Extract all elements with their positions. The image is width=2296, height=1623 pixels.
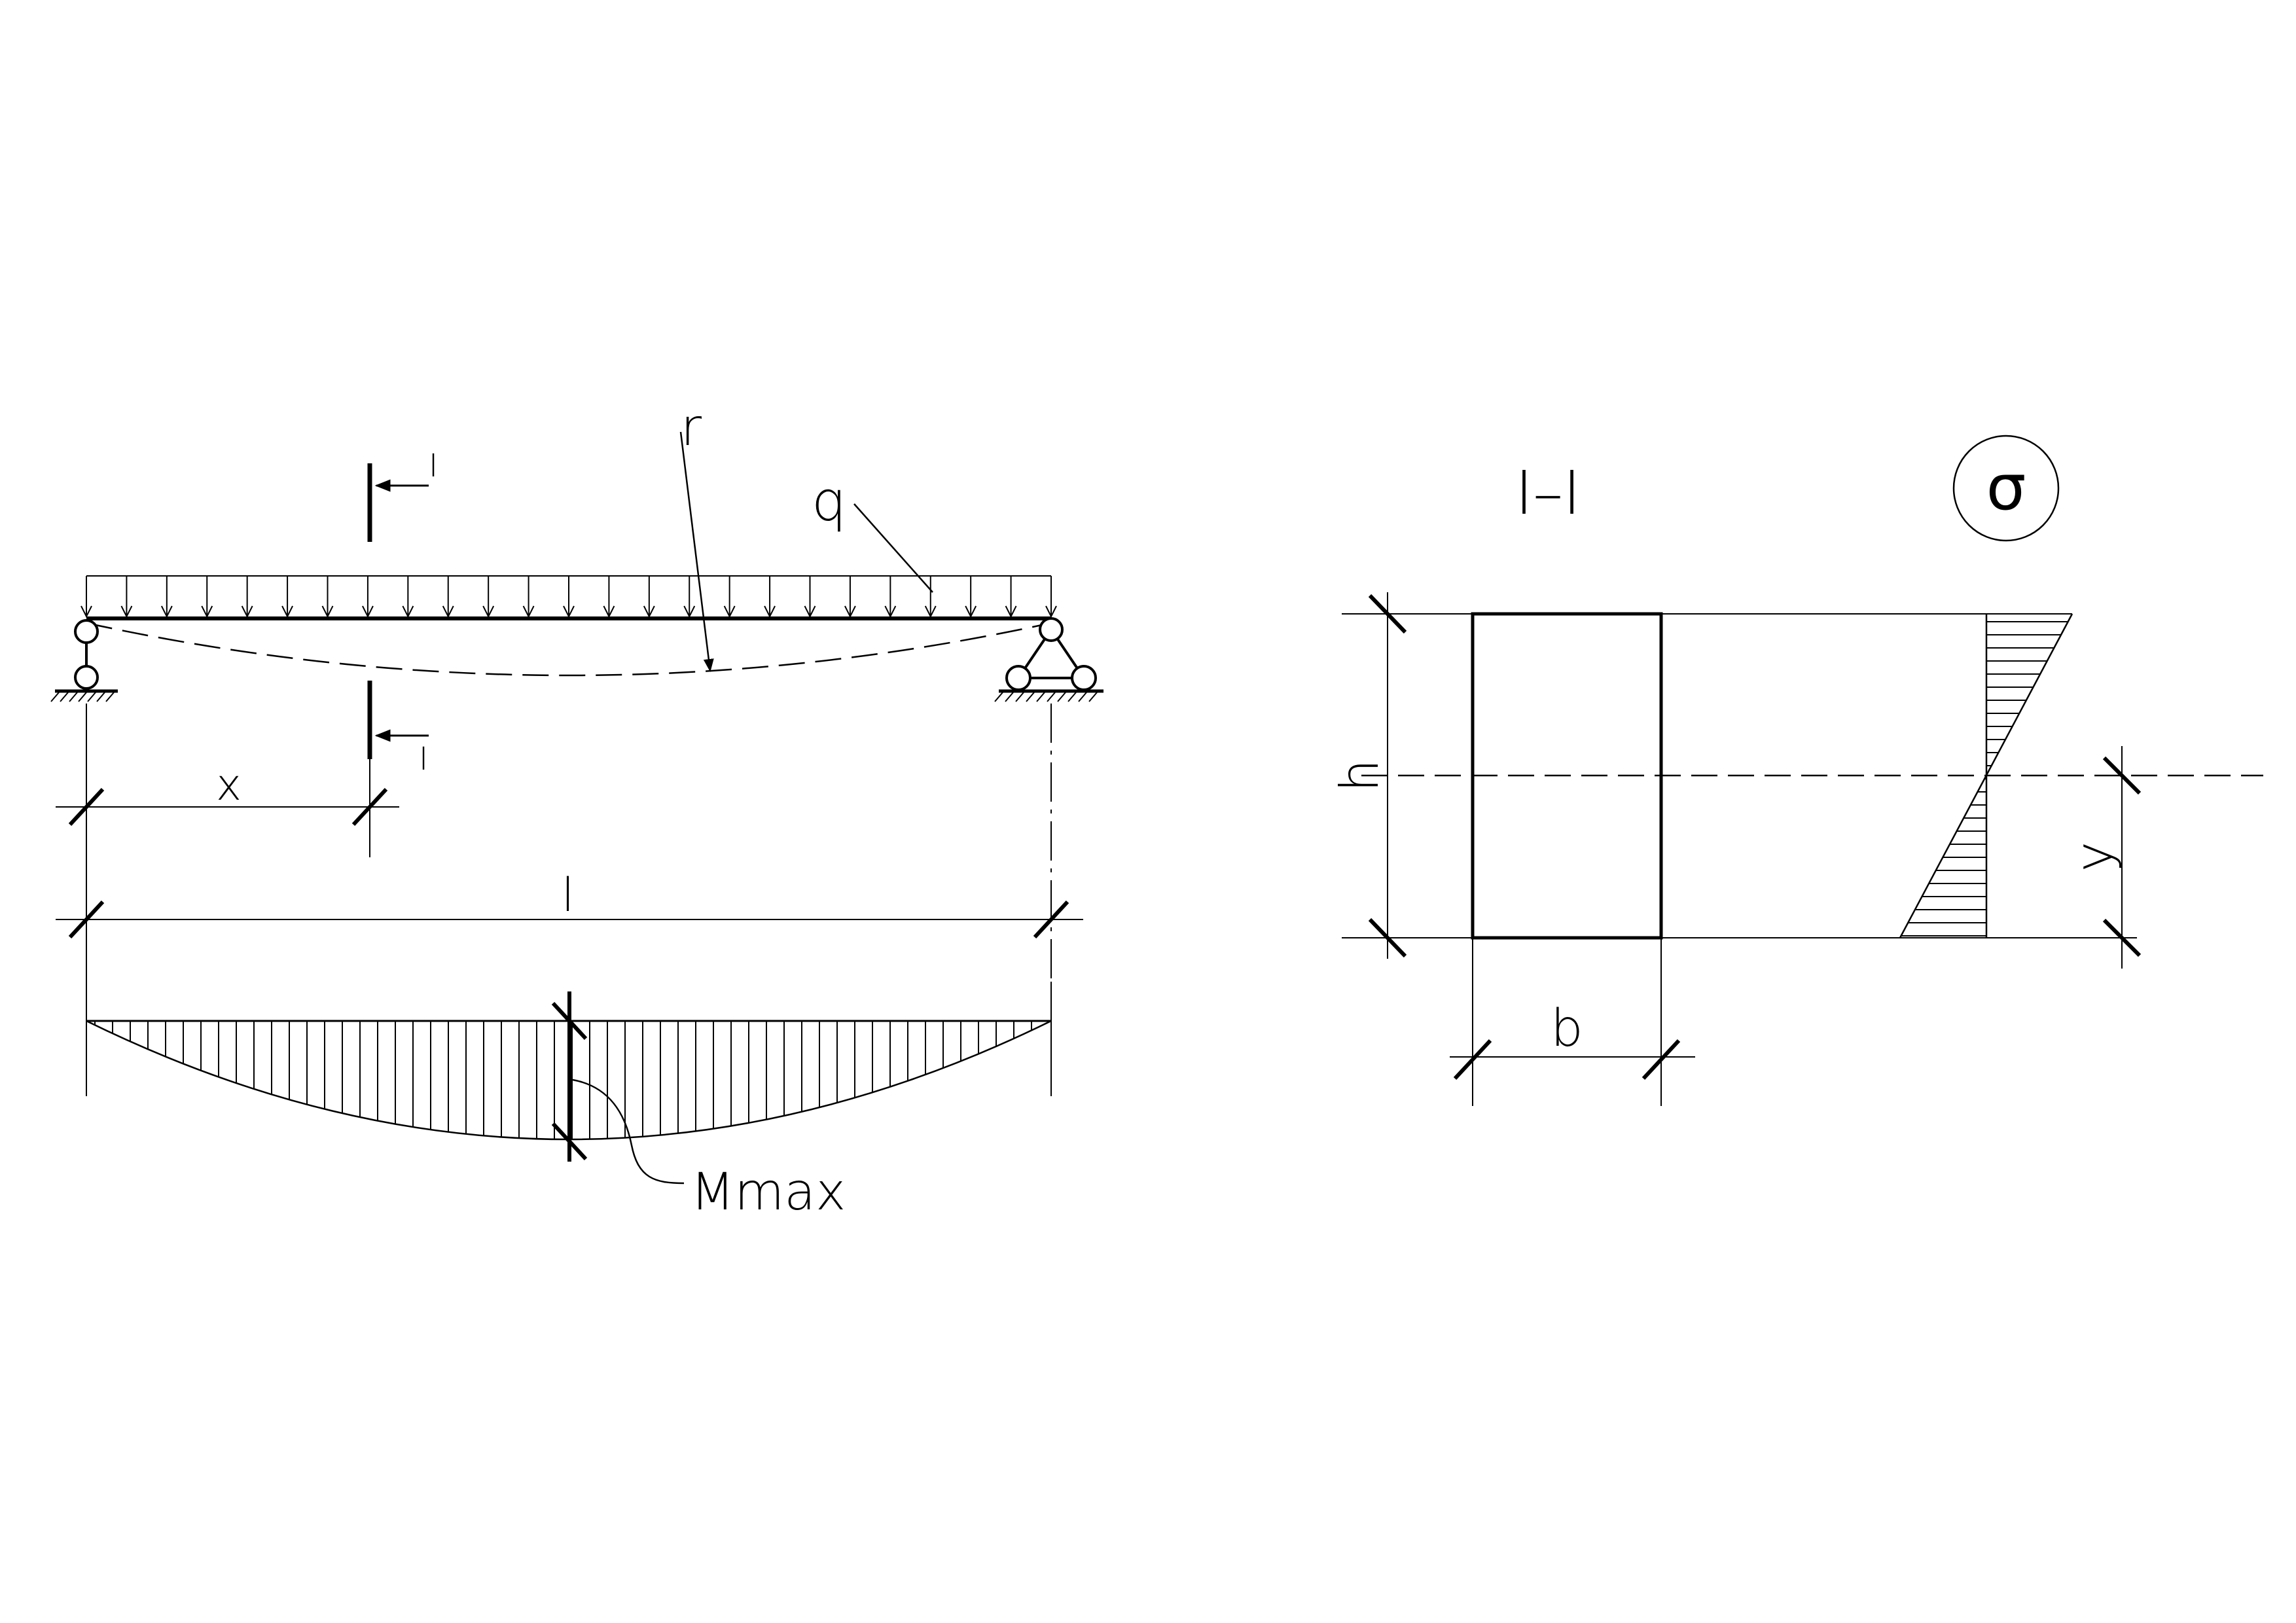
radius-label: r — [681, 399, 702, 457]
load-arrow — [81, 576, 92, 618]
section-mark-top-label: I — [429, 448, 438, 484]
load-arrow — [362, 576, 374, 618]
load-arrow — [965, 576, 977, 618]
dimension-x — [56, 704, 399, 982]
load-arrow — [844, 576, 856, 618]
stress-symbol-circle — [1952, 435, 2060, 542]
distributed-load — [81, 575, 1057, 618]
load-arrow — [563, 576, 575, 618]
load-arrow — [402, 576, 414, 618]
load-arrow — [723, 576, 736, 618]
moment-hatching — [94, 1021, 1050, 1139]
load-arrow — [764, 576, 776, 618]
section-title: I–I — [1515, 458, 1581, 528]
load-arrow — [683, 576, 696, 618]
load-arrow — [160, 576, 173, 618]
load-arrow — [120, 576, 133, 618]
beam-figure: I I r q x l — [50, 399, 1103, 1222]
moment-leader — [572, 1079, 685, 1185]
dimension-l — [56, 704, 1083, 982]
deflection-curve — [86, 622, 1052, 677]
dimension-b — [1450, 938, 1695, 1106]
dimension-x-label: x — [216, 760, 242, 810]
load-leader — [853, 503, 933, 593]
load-arrow — [281, 576, 293, 618]
dimension-h — [1368, 592, 1407, 959]
load-arrow — [1005, 576, 1017, 618]
load-arrow — [643, 576, 655, 618]
left-support — [50, 619, 118, 702]
load-arrow — [804, 576, 816, 618]
load-arrow — [241, 576, 253, 618]
load-arrow — [522, 576, 535, 618]
load-label: q — [812, 469, 846, 533]
load-arrow — [603, 576, 615, 618]
dimension-y-label: y — [2065, 842, 2124, 872]
load-arrow — [442, 576, 454, 618]
load-arrow — [482, 576, 495, 618]
load-arrow — [924, 576, 937, 618]
load-arrow — [1045, 576, 1057, 618]
load-arrow — [321, 576, 334, 618]
moment-label: Mmax — [691, 1163, 846, 1222]
moment-diagram — [86, 982, 1052, 1185]
section-mark-bottom — [367, 681, 429, 759]
load-arrow — [884, 576, 897, 618]
right-support — [994, 617, 1103, 702]
dimension-h-label: h — [1329, 759, 1390, 793]
section-mark-bottom-label: I — [419, 741, 428, 777]
dimension-l-label: l — [562, 868, 574, 922]
stress-symbol: σ — [1986, 451, 2026, 524]
dimension-b-label: b — [1551, 999, 1583, 1058]
load-arrows — [81, 576, 1057, 618]
cross-section-figure: I–I σ h — [1329, 435, 2263, 1106]
dimension-y — [2102, 746, 2142, 969]
radius-leader — [679, 431, 714, 672]
section-mark-top — [367, 463, 429, 542]
load-arrow — [201, 576, 213, 618]
